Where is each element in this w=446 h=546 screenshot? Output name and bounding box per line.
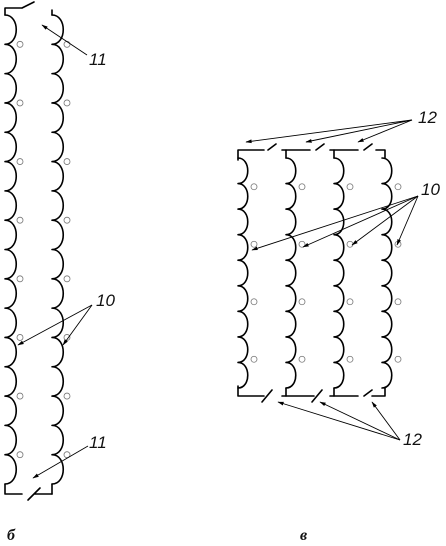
panel-b-hole-marker (63, 158, 71, 165)
panel-v-leader-12-top-a (245, 119, 413, 144)
panel-b-hole-marker (16, 392, 24, 400)
panel-v-coil-2 (285, 157, 297, 389)
panel-v-hole-marker (250, 298, 258, 306)
panel-v-coils (237, 149, 393, 397)
panel-b-top-terminal (4, 1, 35, 16)
panel-b-hole-marker (16, 158, 24, 165)
panel-b-bottom-terminal (4, 483, 53, 501)
panel-b-hole-markers (16, 40, 71, 459)
panel-v-hole-marker (298, 355, 306, 363)
panel-b-label-11-bottom: 11 (89, 433, 107, 452)
panel-v-leader-12-bot-a (277, 401, 401, 441)
panel-b-leader-11-bottom (32, 445, 89, 479)
panel-v-hole-marker (346, 240, 354, 248)
panel-b-leader-11-top (41, 24, 88, 56)
panel-b-hole-marker (16, 451, 24, 459)
panel-v-leader-12-bot-b (319, 401, 401, 441)
panel-v-label-12-top: 12 (418, 108, 437, 127)
panel-b-hole-marker (16, 334, 24, 341)
panel-v-coil-4 (381, 157, 393, 389)
panel-v-leader-10-c (351, 195, 419, 246)
panel-v-label-12-bottom: 12 (403, 430, 422, 449)
panel-b-hole-marker (63, 40, 71, 48)
panel-v-hole-marker (346, 355, 354, 363)
panel-v-hole-marker (394, 183, 402, 191)
panel-v-bottom-bus (237, 385, 386, 403)
panel-v-hole-marker (394, 298, 402, 306)
panel-v-leader-12-top-b (305, 119, 413, 143)
panel-v-leader-10-d (396, 195, 419, 246)
panel-b-coils (4, 9, 65, 495)
panel-v-leader-10-a (251, 195, 419, 251)
panel-v-diagram: 12 10 12 в (237, 108, 440, 544)
panel-v-hole-marker (250, 355, 258, 363)
panel-b-hole-marker (63, 392, 71, 400)
panel-v-label-10: 10 (421, 180, 440, 199)
panel-b-coil-left (4, 14, 18, 485)
panel-v-leader-12-top-c (357, 119, 413, 143)
panel-b-hole-marker (63, 275, 71, 283)
panel-v-coil-ties (285, 149, 335, 397)
panel-v-coil-1 (237, 157, 249, 389)
panel-b-leader-10-a (17, 304, 93, 346)
panel-b-coil-right (51, 14, 65, 485)
panel-b-hole-marker (16, 40, 24, 48)
panel-b-hole-marker (63, 216, 71, 224)
panel-b-leader-10-b (62, 304, 93, 346)
panel-b-caption: б (7, 527, 16, 544)
panel-v-hole-marker (298, 183, 306, 191)
panel-b-label-10: 10 (96, 291, 115, 310)
panel-v-top-bus (237, 143, 386, 161)
panel-b-hole-marker (63, 451, 71, 459)
panel-v-hole-markers (250, 183, 402, 363)
panel-b-diagram: 11 10 11 б (4, 1, 115, 544)
panel-v-hole-marker (394, 355, 402, 363)
panel-b-hole-marker (63, 99, 71, 107)
panel-v-caption: в (300, 527, 307, 544)
panel-b-hole-marker (16, 216, 24, 224)
panel-v-coil-3 (333, 157, 345, 389)
panel-v-leader-10-b (302, 195, 419, 248)
panel-b-label-11-top: 11 (89, 50, 107, 69)
panel-b-hole-marker (16, 99, 24, 107)
panel-b-hole-marker (16, 275, 24, 283)
panel-v-hole-marker (250, 183, 258, 191)
panel-v-hole-marker (346, 298, 354, 306)
panel-v-hole-marker (250, 240, 258, 248)
panel-v-hole-marker (346, 183, 354, 191)
panel-v-leader-12-bot-c (371, 401, 401, 441)
panel-v-hole-marker (298, 298, 306, 306)
